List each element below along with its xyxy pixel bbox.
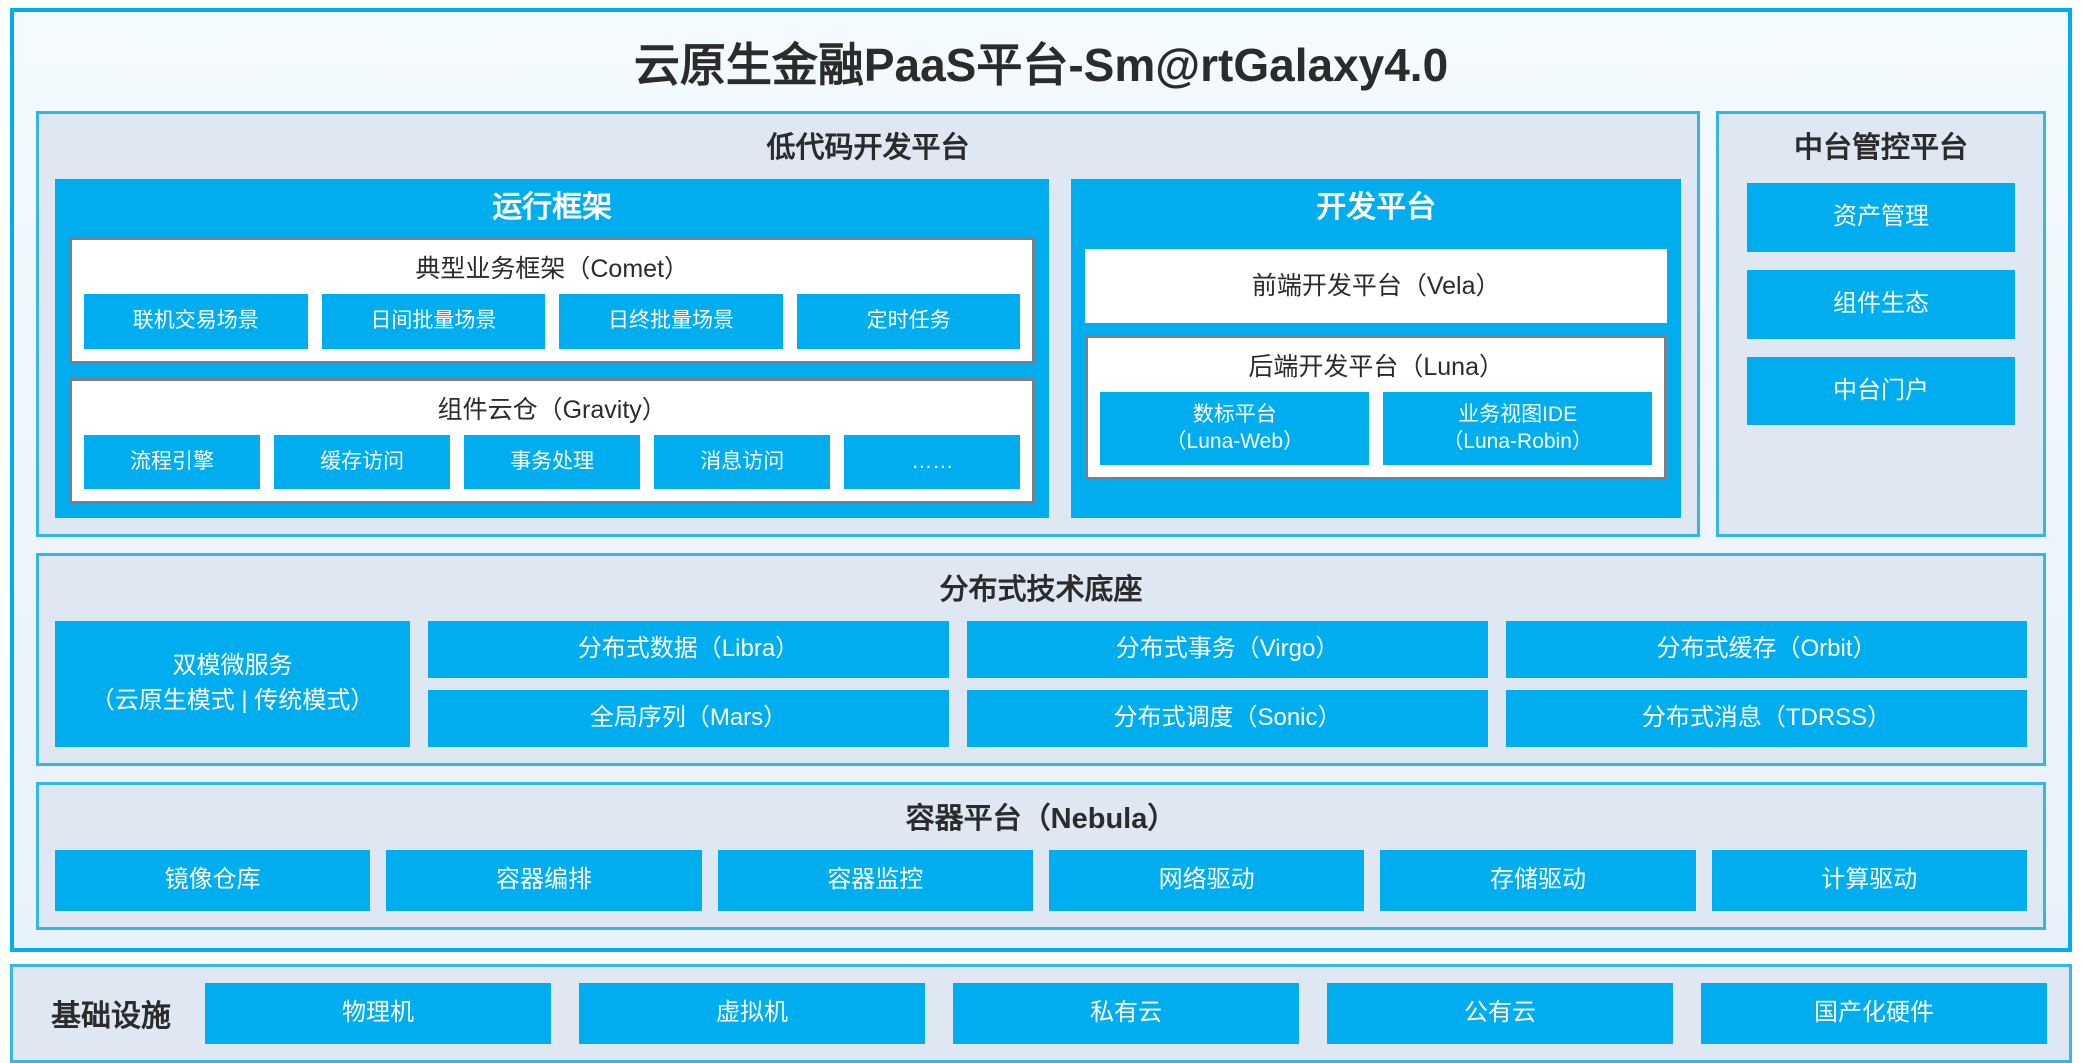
dist-item-mars[interactable]: 全局序列（Mars） bbox=[428, 690, 949, 747]
container-item-compute-driver[interactable]: 计算驱动 bbox=[1711, 850, 2027, 912]
comet-box: 典型业务框架（Comet） 联机交易场景 日间批量场景 日终批量场景 定时任务 bbox=[69, 237, 1036, 364]
infrastructure-item-public-cloud[interactable]: 公有云 bbox=[1327, 983, 1673, 1044]
dist-item-orbit[interactable]: 分布式缓存（Orbit） bbox=[1506, 621, 2027, 679]
luna-backend-title: 后端开发平台（Luna） bbox=[1248, 353, 1504, 382]
lowcode-body: 运行框架 典型业务框架（Comet） 联机交易场景 日间批量场景 日终批量场景 … bbox=[55, 178, 1681, 518]
container-item-storage-driver[interactable]: 存储驱动 bbox=[1380, 850, 1696, 912]
luna-item-luna-web[interactable]: 数标平台（Luna-Web） bbox=[1100, 392, 1370, 465]
luna-chip-row: 数标平台（Luna-Web） 业务视图IDE（Luna-Robin） bbox=[1100, 392, 1653, 465]
runtime-framework-box: 运行框架 典型业务框架（Comet） 联机交易场景 日间批量场景 日终批量场景 … bbox=[55, 178, 1050, 518]
infrastructure-bar: 基础设施 物理机 虚拟机 私有云 公有云 国产化硬件 bbox=[10, 964, 2072, 1063]
dist-item-tdrss[interactable]: 分布式消息（TDRSS） bbox=[1506, 690, 2027, 747]
container-item-orchestration[interactable]: 容器编排 bbox=[386, 850, 702, 912]
runtime-framework-title: 运行框架 bbox=[492, 190, 613, 224]
luna-backend-box: 后端开发平台（Luna） 数标平台（Luna-Web） 业务视图IDE（Luna… bbox=[1085, 335, 1667, 480]
midoffice-item-list: 资产管理 组件生态 中台门户 bbox=[1735, 179, 2027, 518]
comet-item-eod-batch[interactable]: 日终批量场景 bbox=[559, 294, 783, 349]
infrastructure-label: 基础设施 bbox=[51, 1000, 171, 1034]
lower-stack: 分布式技术底座 双模微服务（云原生模式 | 传统模式） 分布式数据（Libra）… bbox=[36, 552, 2046, 931]
comet-item-online-transaction[interactable]: 联机交易场景 bbox=[84, 294, 308, 349]
midoffice-item-portal[interactable]: 中台门户 bbox=[1747, 356, 2015, 426]
page-title: 云原生金融PaaS平台-Sm@rtGalaxy4.0 bbox=[633, 39, 1449, 91]
dist-column-2: 分布式事务（Virgo） 分布式调度（Sonic） bbox=[967, 621, 1488, 747]
comet-item-intraday-batch[interactable]: 日间批量场景 bbox=[321, 294, 546, 349]
dist-item-sonic[interactable]: 分布式调度（Sonic） bbox=[967, 690, 1488, 747]
dist-column-3: 分布式缓存（Orbit） 分布式消息（TDRSS） bbox=[1506, 621, 2027, 747]
container-item-monitoring[interactable]: 容器监控 bbox=[717, 850, 1033, 912]
dev-platform-title: 开发平台 bbox=[1316, 190, 1437, 224]
gravity-item-cache-access[interactable]: 缓存访问 bbox=[274, 434, 451, 489]
comet-chip-row: 联机交易场景 日间批量场景 日终批量场景 定时任务 bbox=[84, 294, 1021, 349]
container-item-network-driver[interactable]: 网络驱动 bbox=[1048, 850, 1365, 912]
infrastructure-item-physical-machine[interactable]: 物理机 bbox=[205, 983, 551, 1044]
gravity-box: 组件云仓（Gravity） 流程引擎 缓存访问 事务处理 消息访问 …… bbox=[69, 377, 1036, 504]
platform-card: 云原生金融PaaS平台-Sm@rtGalaxy4.0 低代码开发平台 运行框架 … bbox=[10, 8, 2072, 953]
infrastructure-item-virtual-machine[interactable]: 虚拟机 bbox=[579, 983, 925, 1044]
dist-item-libra[interactable]: 分布式数据（Libra） bbox=[428, 621, 949, 679]
lowcode-platform-title: 低代码开发平台 bbox=[766, 131, 970, 164]
distributed-body: 双模微服务（云原生模式 | 传统模式） 分布式数据（Libra） 全局序列（Ma… bbox=[55, 621, 2027, 747]
gravity-item-transaction-processing[interactable]: 事务处理 bbox=[464, 434, 641, 489]
lowcode-platform-panel: 低代码开发平台 运行框架 典型业务框架（Comet） 联机交易场景 日间批量场景… bbox=[36, 110, 1700, 537]
container-item-image-registry[interactable]: 镜像仓库 bbox=[55, 850, 371, 912]
dist-column-1: 分布式数据（Libra） 全局序列（Mars） bbox=[428, 621, 949, 747]
dist-item-virgo[interactable]: 分布式事务（Virgo） bbox=[967, 621, 1488, 679]
comet-title: 典型业务框架（Comet） bbox=[415, 255, 690, 284]
gravity-item-process-engine[interactable]: 流程引擎 bbox=[84, 434, 261, 489]
dev-platform-box: 开发平台 前端开发平台（Vela） 后端开发平台（Luna） 数标平台（Luna… bbox=[1071, 178, 1681, 518]
distributed-tech-panel: 分布式技术底座 双模微服务（云原生模式 | 传统模式） 分布式数据（Libra）… bbox=[36, 552, 2046, 766]
dist-item-dual-mode-microservice[interactable]: 双模微服务（云原生模式 | 传统模式） bbox=[55, 621, 410, 747]
luna-item-luna-robin[interactable]: 业务视图IDE（Luna-Robin） bbox=[1383, 392, 1653, 465]
gravity-item-more[interactable]: …… bbox=[844, 434, 1021, 489]
midoffice-item-component-ecosystem[interactable]: 组件生态 bbox=[1747, 269, 2015, 339]
midoffice-title: 中台管控平台 bbox=[1793, 131, 1968, 164]
gravity-title: 组件云仓（Gravity） bbox=[437, 395, 667, 424]
comet-item-scheduled-task[interactable]: 定时任务 bbox=[796, 294, 1021, 349]
top-row: 低代码开发平台 运行框架 典型业务框架（Comet） 联机交易场景 日间批量场景… bbox=[36, 110, 2046, 537]
container-platform-title: 容器平台（Nebula） bbox=[905, 802, 1177, 835]
container-platform-panel: 容器平台（Nebula） 镜像仓库 容器编排 容器监控 网络驱动 存储驱动 计算… bbox=[36, 781, 2046, 931]
midoffice-panel: 中台管控平台 资产管理 组件生态 中台门户 bbox=[1716, 110, 2046, 537]
infrastructure-item-domestic-hardware[interactable]: 国产化硬件 bbox=[1701, 983, 2047, 1044]
gravity-item-message-access[interactable]: 消息访问 bbox=[654, 434, 831, 489]
midoffice-item-asset-management[interactable]: 资产管理 bbox=[1747, 182, 2015, 252]
infrastructure-item-private-cloud[interactable]: 私有云 bbox=[953, 983, 1299, 1044]
vela-frontend-platform[interactable]: 前端开发平台（Vela） bbox=[1085, 249, 1667, 324]
gravity-chip-row: 流程引擎 缓存访问 事务处理 消息访问 …… bbox=[84, 434, 1021, 489]
distributed-tech-title: 分布式技术底座 bbox=[939, 573, 1143, 606]
container-body: 镜像仓库 容器编排 容器监控 网络驱动 存储驱动 计算驱动 bbox=[55, 850, 2027, 912]
architecture-diagram: 云原生金融PaaS平台-Sm@rtGalaxy4.0 低代码开发平台 运行框架 … bbox=[10, 8, 2072, 1063]
